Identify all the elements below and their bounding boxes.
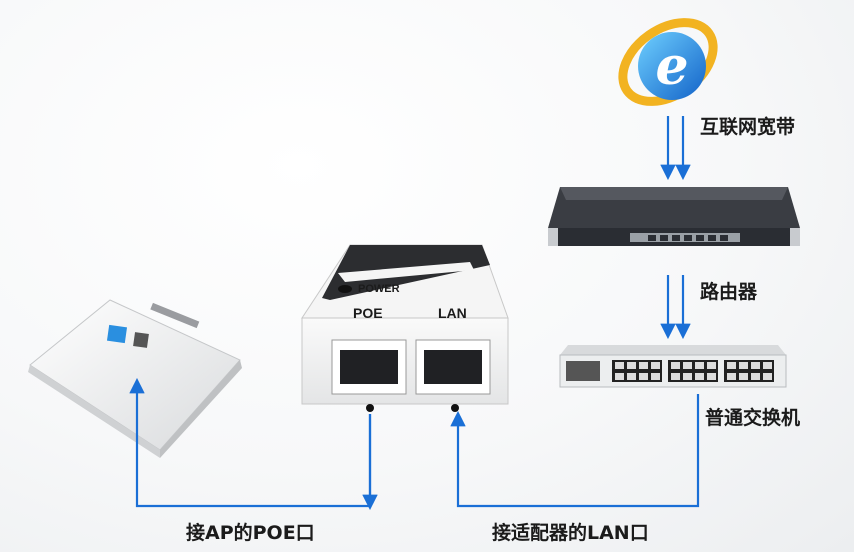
router-device: [548, 187, 800, 246]
wall-ap-device: [28, 299, 242, 458]
ap-poe-label: 接AP的POE口: [186, 522, 315, 544]
arrow-switch-to-adapter: [450, 394, 700, 508]
power-label: POWER: [358, 283, 400, 295]
ie-globe-icon: e: [618, 18, 718, 106]
poe-port-label: POE: [353, 305, 383, 321]
connection-arrows: [129, 116, 700, 511]
switch-device: [559, 345, 787, 388]
lan-port-label: LAN: [438, 305, 467, 321]
switch-label: 普通交换机: [705, 407, 801, 429]
poe-injector-device: [301, 244, 509, 412]
svg-text:e: e: [655, 36, 688, 97]
internet-label: 互联网宽带: [700, 116, 796, 138]
adapter-lan-label: 接适配器的LAN口: [492, 522, 649, 544]
router-label: 路由器: [700, 281, 758, 303]
